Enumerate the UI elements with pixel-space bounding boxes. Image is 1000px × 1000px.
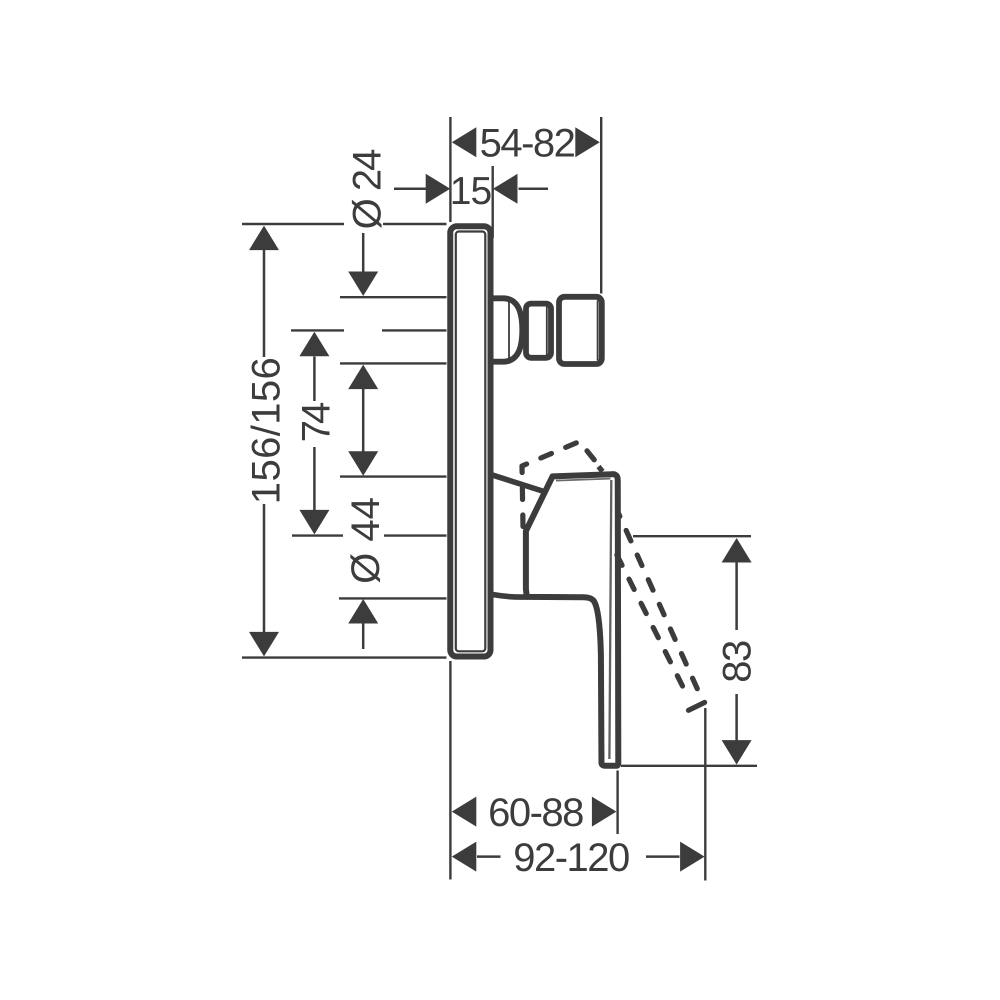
svg-text:15: 15 bbox=[450, 170, 492, 213]
svg-text:74: 74 bbox=[295, 402, 339, 442]
svg-text:Ø 24: Ø 24 bbox=[346, 149, 390, 229]
svg-text:Ø 44: Ø 44 bbox=[344, 497, 388, 584]
svg-text:156/156: 156/156 bbox=[244, 357, 288, 504]
svg-text:83: 83 bbox=[716, 641, 760, 683]
svg-text:54-82: 54-82 bbox=[480, 122, 575, 166]
svg-text:60-88: 60-88 bbox=[488, 791, 583, 835]
svg-text:92-120: 92-120 bbox=[513, 836, 629, 880]
